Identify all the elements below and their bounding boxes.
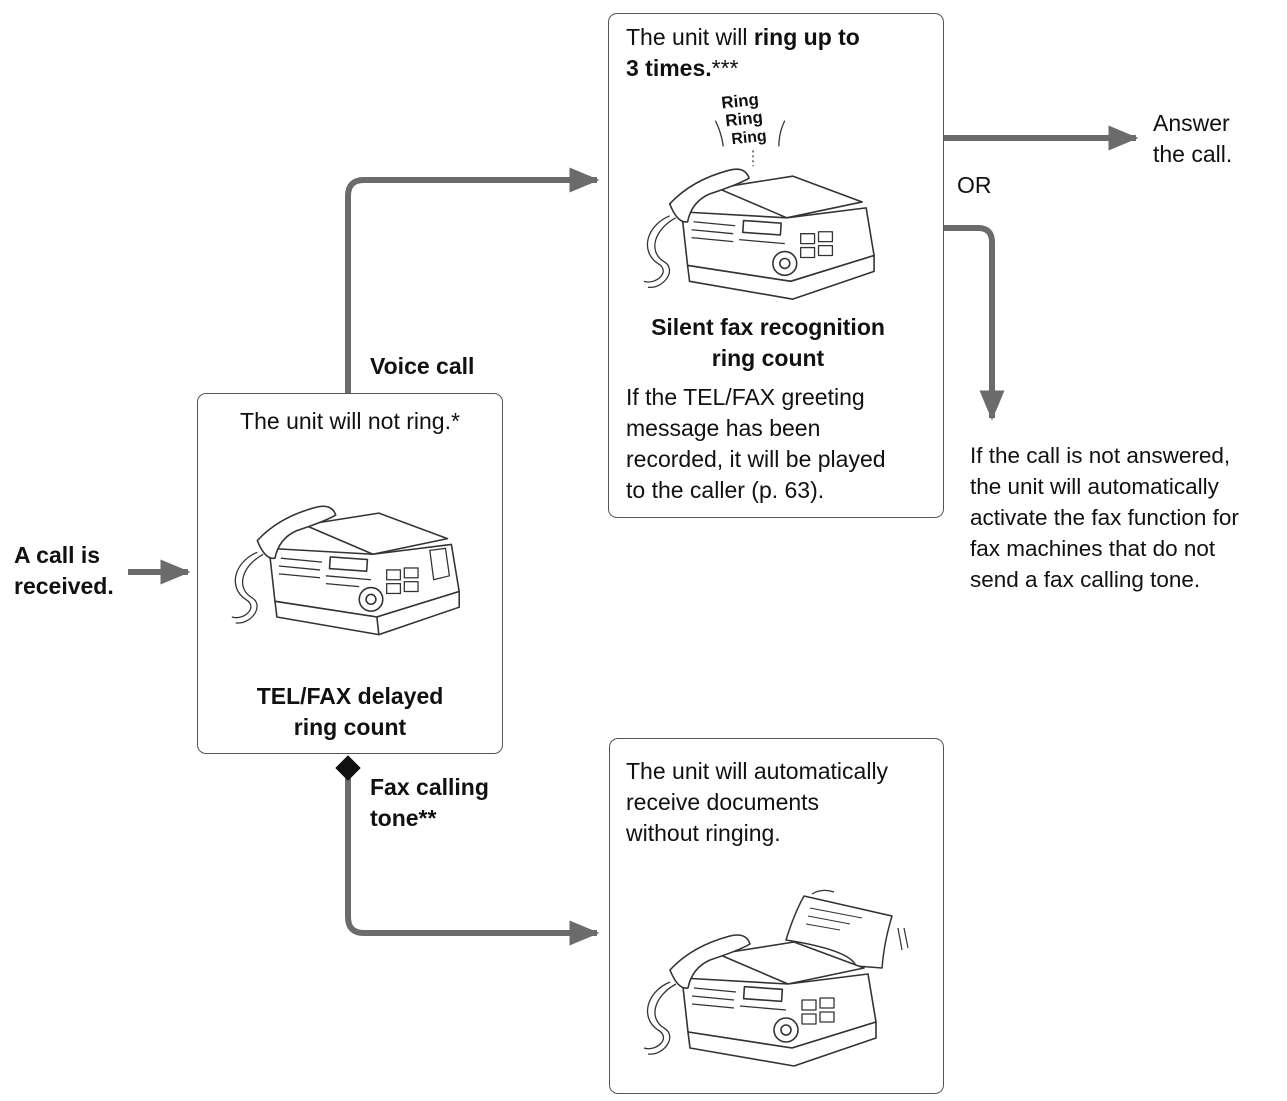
paper-icon <box>785 889 909 969</box>
fax-machine-icon <box>643 934 877 1067</box>
arrow-not-answered <box>944 225 1005 421</box>
arrow-voice-call <box>345 167 600 393</box>
voice-call-label: Voice call <box>370 353 475 379</box>
ring-word-3: Ring <box>731 128 768 149</box>
fax-tone-label: Fax calling tone** <box>370 774 489 831</box>
or-label: OR <box>957 172 992 198</box>
ring-lead-bold: ring up to 3 times. <box>626 24 860 81</box>
fax-machine-icon <box>643 168 875 300</box>
ringing-fax-illustration: Ring Ring Ring <box>636 88 884 303</box>
ring-lead-text: The unit will <box>626 24 754 50</box>
delayed-ring-caption: TEL/FAX delayed ring count <box>256 683 444 740</box>
greeting-note: If the TEL/FAX greeting message has been… <box>626 384 886 503</box>
not-answered-text: If the call is not answered, the unit wi… <box>970 443 1239 592</box>
answer-call-label: Answer the call. <box>1153 110 1233 167</box>
silent-fax-caption: Silent fax recognition ring count <box>651 314 885 371</box>
receiving-fax-illustration <box>636 888 918 1073</box>
ring-word-2: Ring <box>724 108 763 131</box>
diamond-icon <box>335 755 361 781</box>
fax-machine-icon <box>224 492 469 642</box>
ring-word-1: Ring <box>720 90 759 113</box>
ring-sound-lines <box>714 120 786 167</box>
ring-count-lead: The unit will ring up to 3 times.*** <box>626 22 936 84</box>
auto-receive-text: The unit will automatically receive docu… <box>626 758 889 846</box>
ring-lead-tail: *** <box>711 55 739 81</box>
delayed-ring-text: The unit will not ring.* <box>240 408 460 434</box>
arrow-fax-tone <box>345 778 600 946</box>
start-label: A call is received. <box>14 542 114 599</box>
